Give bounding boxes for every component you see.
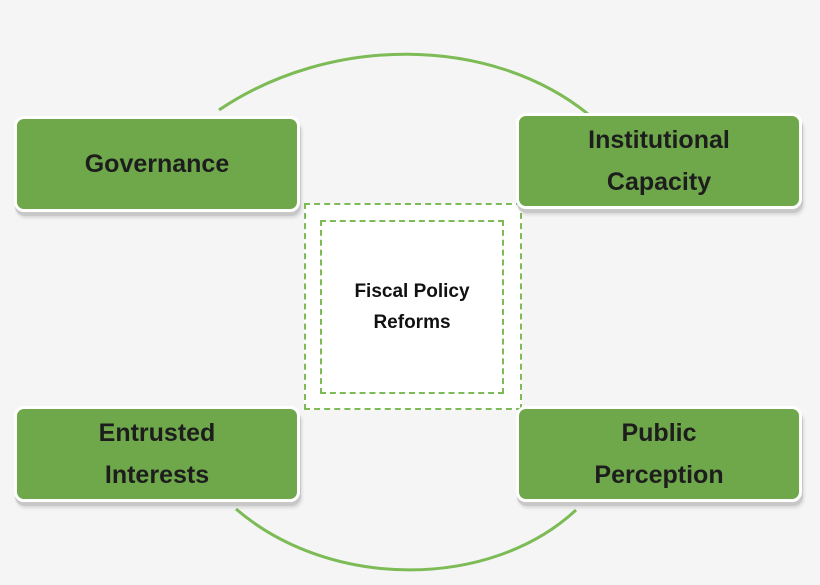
bottom-connector-arc	[235, 507, 578, 572]
node-public-perception: Public Perception	[516, 406, 802, 502]
node-entrusted-interests-label: Entrusted Interests	[98, 419, 216, 489]
node-entrusted-interests: Entrusted Interests	[14, 406, 300, 502]
top-connector-arc	[218, 52, 589, 116]
node-public-perception-label: Public Perception	[594, 419, 724, 489]
node-governance: Governance	[14, 116, 300, 212]
node-institutional-capacity-label: Institutional Capacity	[588, 126, 730, 196]
center-node-label: Fiscal Policy Reforms	[354, 281, 470, 333]
center-outer-dashed-frame	[304, 203, 522, 410]
node-institutional-capacity: Institutional Capacity	[516, 113, 802, 209]
center-node-fiscal-policy-reforms: Fiscal Policy Reforms	[320, 220, 504, 394]
node-governance-label: Governance	[84, 150, 230, 178]
